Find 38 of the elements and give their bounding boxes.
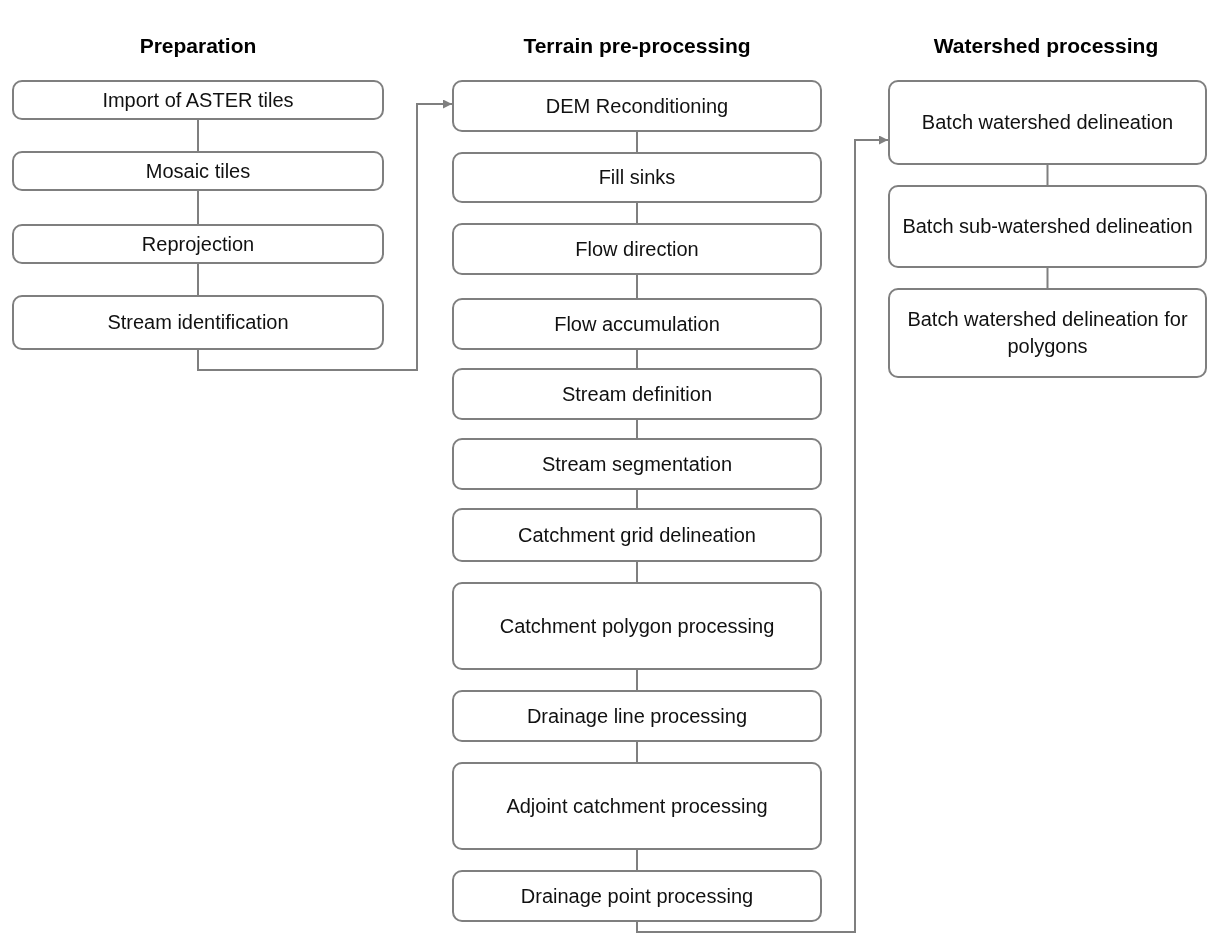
process-box: Stream segmentation bbox=[452, 438, 822, 490]
connector-line bbox=[636, 669, 638, 691]
connector-line bbox=[197, 119, 199, 152]
column-heading: Watershed processing bbox=[933, 33, 1159, 59]
process-box: Drainage point processing bbox=[452, 870, 822, 922]
process-box: Batch watershed delineation for polygons bbox=[888, 288, 1207, 378]
connector-line bbox=[197, 263, 199, 296]
process-box: Batch watershed delineation bbox=[888, 80, 1207, 165]
arrow bbox=[636, 135, 889, 933]
connector-line bbox=[636, 489, 638, 509]
process-box: Reprojection bbox=[12, 224, 384, 264]
process-box: Flow direction bbox=[452, 223, 822, 275]
column-heading: Terrain pre-processing bbox=[523, 33, 751, 59]
process-box: Fill sinks bbox=[452, 152, 822, 203]
process-box: Batch sub-watershed delineation bbox=[888, 185, 1207, 268]
connector-line bbox=[636, 561, 638, 583]
process-box: Mosaic tiles bbox=[12, 151, 384, 191]
connector-line bbox=[1046, 164, 1049, 186]
connector-line bbox=[636, 274, 638, 299]
connector-line bbox=[636, 419, 638, 439]
connector-line bbox=[636, 202, 638, 224]
process-box: Stream definition bbox=[452, 368, 822, 420]
column-heading: Preparation bbox=[139, 33, 257, 59]
process-box: Catchment polygon processing bbox=[452, 582, 822, 670]
process-box: Flow accumulation bbox=[452, 298, 822, 350]
process-box: Stream identification bbox=[12, 295, 384, 350]
connector-line bbox=[636, 849, 638, 871]
arrow bbox=[197, 99, 453, 371]
process-box: Adjoint catchment processing bbox=[452, 762, 822, 850]
process-box: DEM Reconditioning bbox=[452, 80, 822, 132]
process-box: Drainage line processing bbox=[452, 690, 822, 742]
process-box: Import of ASTER tiles bbox=[12, 80, 384, 120]
connector-line bbox=[636, 349, 638, 369]
connector-line bbox=[636, 741, 638, 763]
process-box: Catchment grid delineation bbox=[452, 508, 822, 562]
connector-line bbox=[1046, 267, 1049, 289]
connector-line bbox=[197, 190, 199, 225]
connector-line bbox=[636, 131, 638, 153]
